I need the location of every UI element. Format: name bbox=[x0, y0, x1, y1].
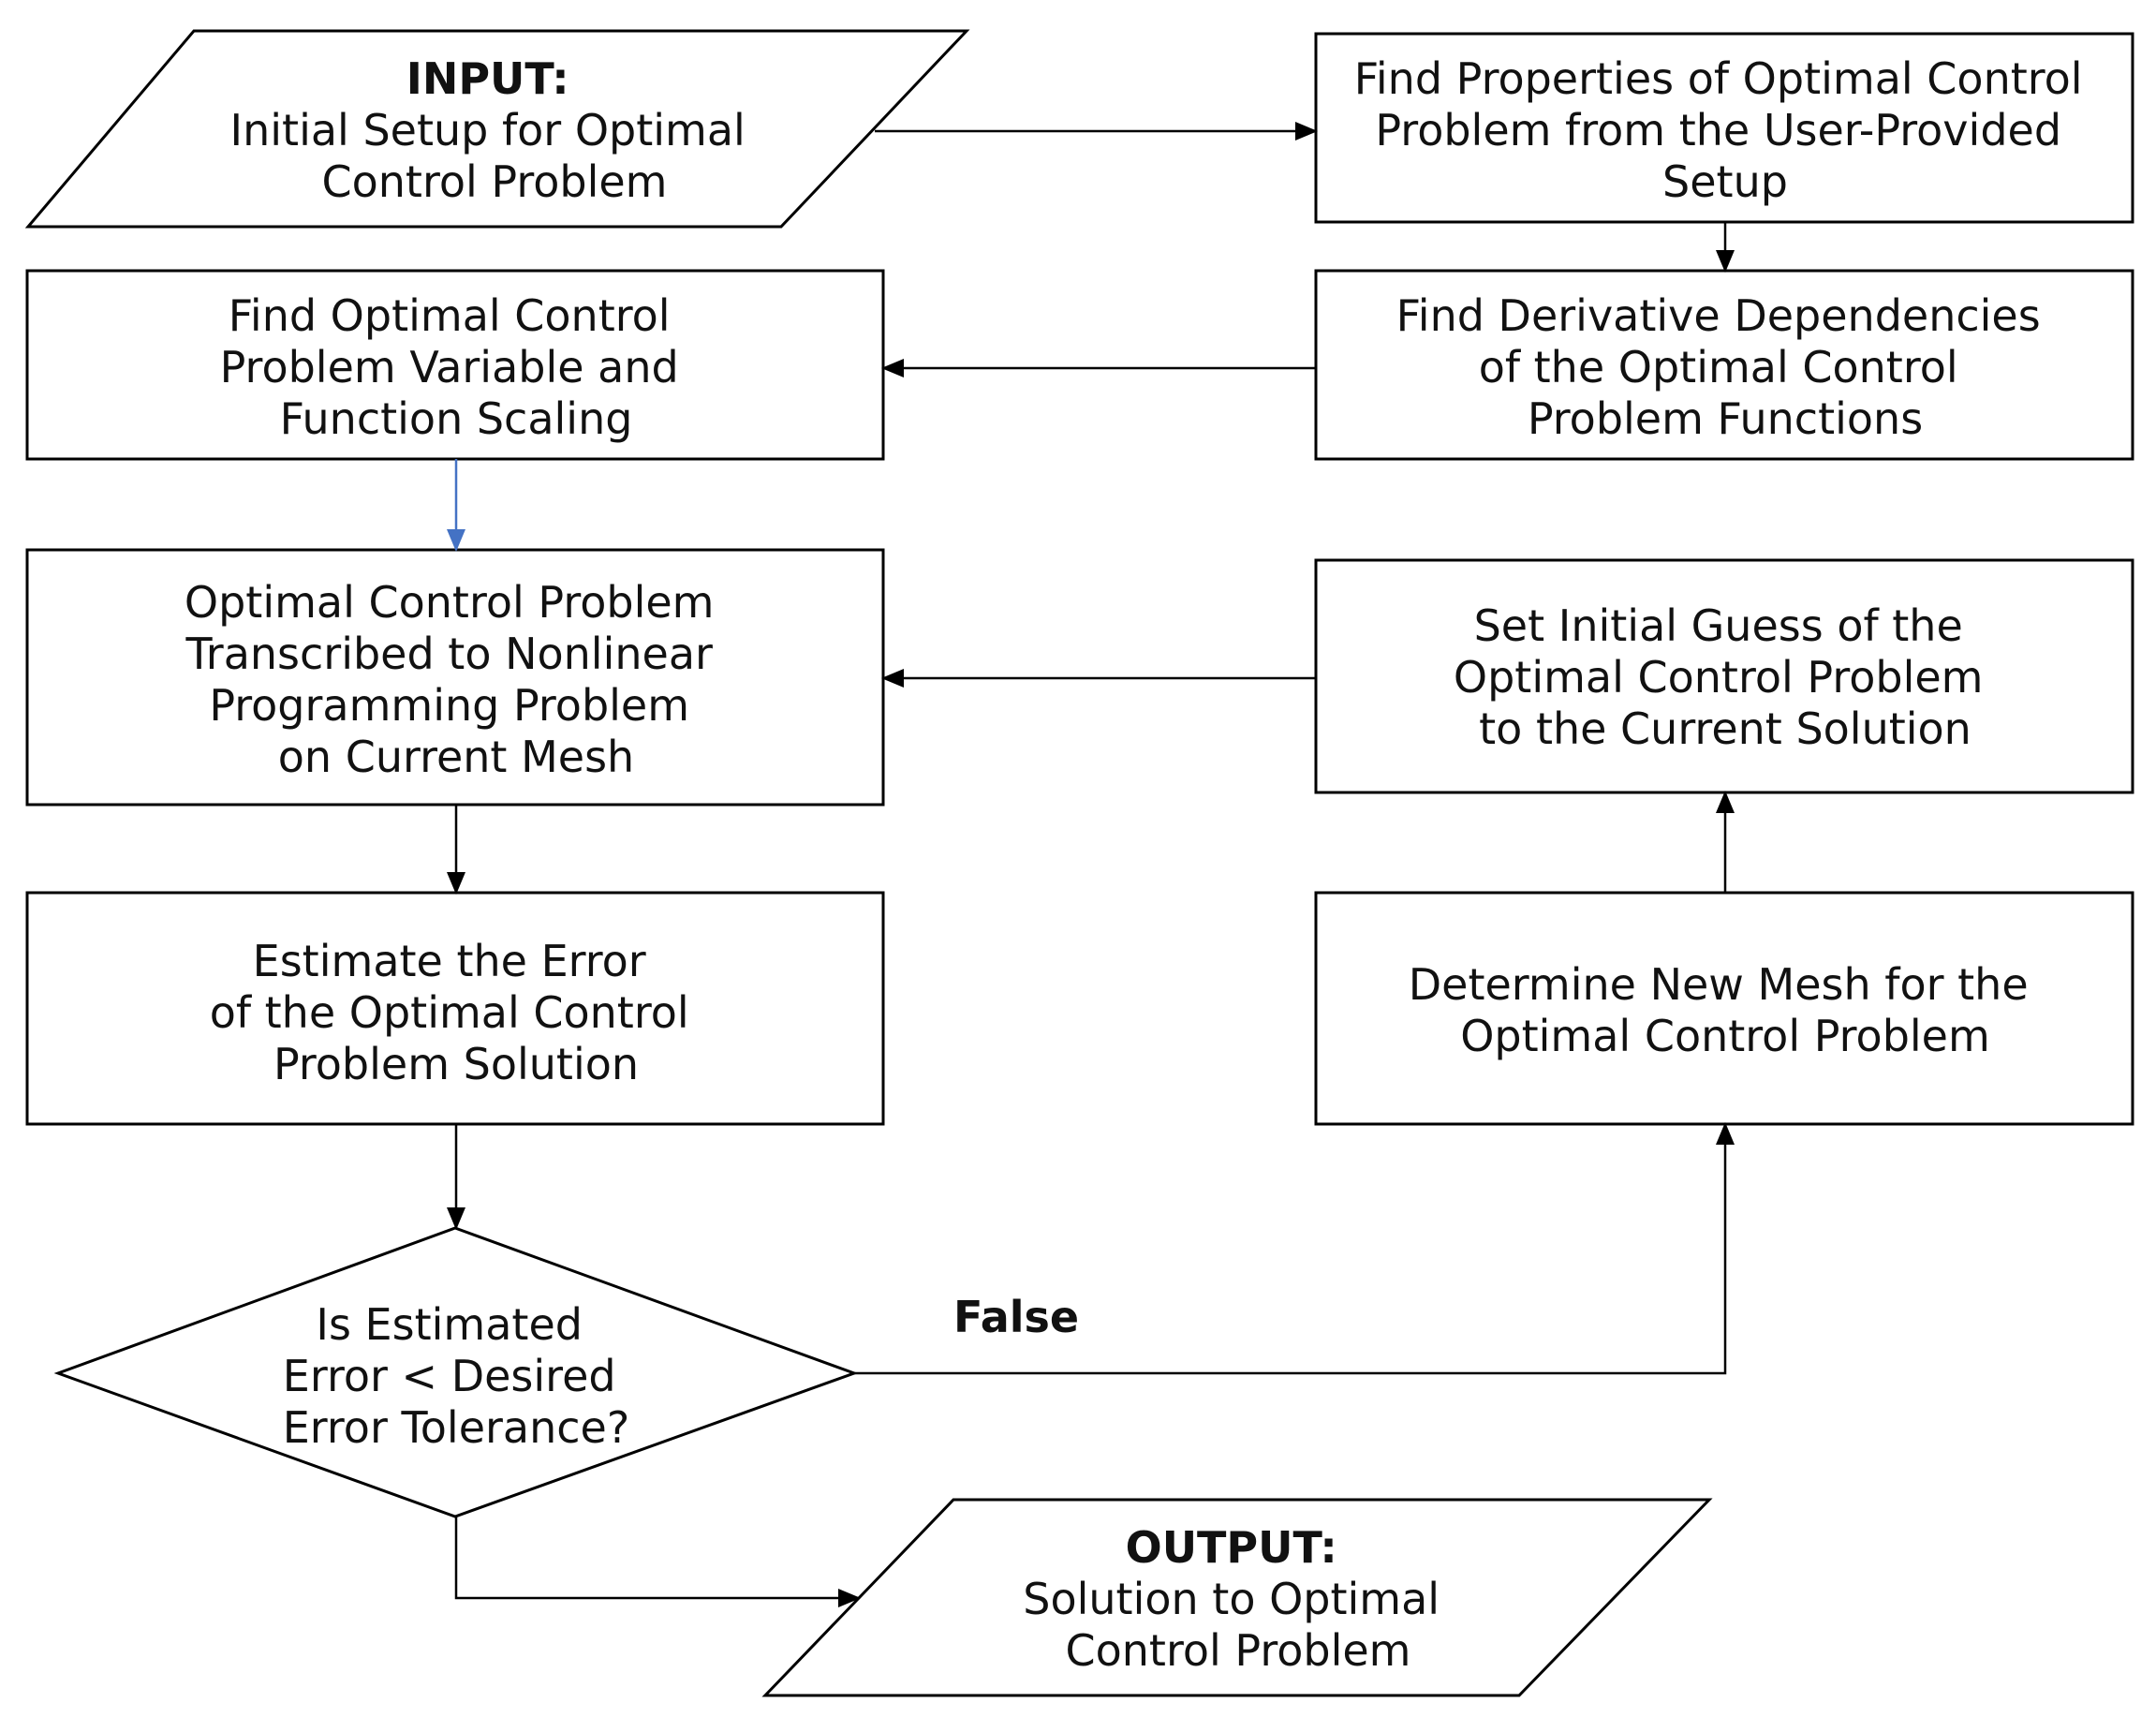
find-properties-box bbox=[1314, 32, 2134, 224]
set-guess-box bbox=[1314, 558, 2134, 794]
estimate-error-box bbox=[25, 891, 885, 1126]
transcribe-line-2: Transcribed to Nonlinear bbox=[185, 629, 713, 679]
transcribe-text: Optimal Control Problem Transcribed to N… bbox=[185, 577, 728, 782]
find-scaling-line-3: Function Scaling bbox=[280, 393, 633, 444]
output-line-2: Control Problem bbox=[1066, 1625, 1411, 1676]
find-derivative-line-3: Problem Functions bbox=[1528, 393, 1923, 444]
estimate-error-line-2: of the Optimal Control bbox=[210, 987, 689, 1038]
new-mesh-box bbox=[1314, 891, 2134, 1126]
transcribe-line-4: on Current Mesh bbox=[278, 732, 634, 782]
new-mesh-line-2: Optimal Control Problem bbox=[1460, 1011, 1990, 1061]
find-derivative-text: Find Derivative Dependencies of the Opti… bbox=[1396, 290, 2055, 444]
transcribe-line-3: Programming Problem bbox=[209, 680, 689, 731]
decision-text: Is Estimated Error < Desired Error Toler… bbox=[283, 1299, 630, 1453]
input-title: INPUT: bbox=[406, 53, 569, 104]
decision-line-2: Error < Desired bbox=[283, 1351, 616, 1401]
set-guess-text: Set Initial Guess of the Optimal Control… bbox=[1454, 600, 1997, 754]
input-parallelogram bbox=[24, 29, 970, 229]
find-derivative-line-1: Find Derivative Dependencies bbox=[1396, 290, 2041, 341]
input-text: INPUT: Initial Setup for Optimal Control… bbox=[230, 53, 760, 207]
transcribe-line-1: Optimal Control Problem bbox=[185, 577, 715, 628]
estimate-error-line-1: Estimate the Error bbox=[253, 936, 646, 986]
input-line-2: Control Problem bbox=[322, 156, 668, 207]
output-parallelogram bbox=[761, 1498, 1713, 1697]
find-properties-line-1: Find Properties of Optimal Control bbox=[1354, 53, 2083, 104]
estimate-error-line-3: Problem Solution bbox=[273, 1039, 639, 1089]
find-derivative-line-2: of the Optimal Control bbox=[1479, 342, 1958, 392]
new-mesh-text: Determine New Mesh for the Optimal Contr… bbox=[1409, 959, 2043, 1061]
find-properties-line-2: Problem from the User-Provided bbox=[1375, 105, 2061, 155]
find-scaling-text: Find Optimal Control Problem Variable an… bbox=[220, 290, 693, 444]
set-guess-line-2: Optimal Control Problem bbox=[1454, 652, 1984, 703]
estimate-error-text: Estimate the Error of the Optimal Contro… bbox=[210, 936, 703, 1089]
find-derivative-box bbox=[1314, 269, 2134, 461]
output-title: OUTPUT: bbox=[1126, 1522, 1337, 1573]
find-properties-text: Find Properties of Optimal Control Probl… bbox=[1354, 53, 2096, 207]
decision-line-3: Error Tolerance? bbox=[283, 1402, 630, 1453]
edge-decision-false-to-mesh bbox=[854, 1122, 1735, 1375]
false-edge-label: False bbox=[953, 1292, 1079, 1342]
output-line-1: Solution to Optimal bbox=[1023, 1574, 1440, 1624]
input-line-1: Initial Setup for Optimal bbox=[230, 105, 746, 155]
set-guess-line-1: Set Initial Guess of the bbox=[1474, 600, 1963, 651]
decision-line-1: Is Estimated bbox=[316, 1299, 583, 1350]
find-scaling-line-2: Problem Variable and bbox=[220, 342, 679, 392]
edge-decision-to-output bbox=[454, 1517, 861, 1607]
output-text: OUTPUT: Solution to Optimal Control Prob… bbox=[1023, 1522, 1453, 1676]
find-scaling-line-1: Find Optimal Control bbox=[229, 290, 671, 341]
new-mesh-line-1: Determine New Mesh for the bbox=[1409, 959, 2029, 1010]
set-guess-line-3: to the Current Solution bbox=[1479, 703, 1971, 754]
find-properties-line-3: Setup bbox=[1662, 156, 1788, 207]
transcribe-box bbox=[25, 548, 885, 807]
